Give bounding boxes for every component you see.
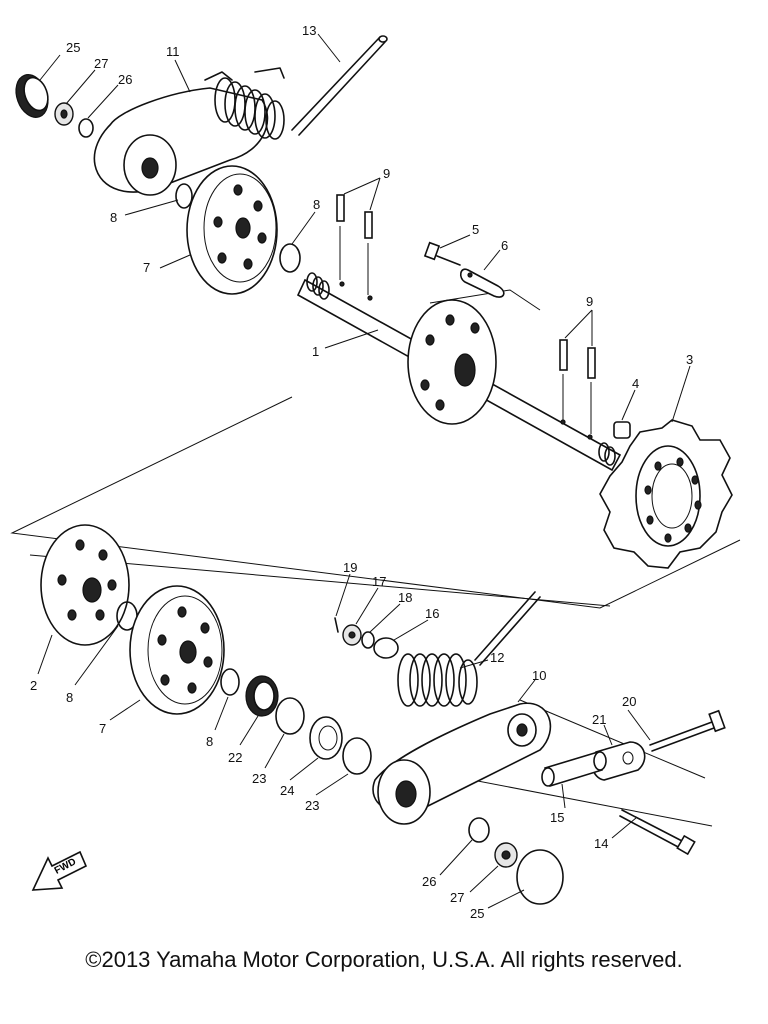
callout-16: 16: [425, 606, 439, 621]
part-25-cap-bottom: [516, 849, 564, 905]
callout-8-lower-right: 8: [206, 734, 213, 749]
part-24-bearing: [309, 716, 343, 760]
callout-12: 12: [490, 650, 504, 665]
callout-5: 5: [472, 222, 479, 237]
part-26-washer-top: [78, 118, 94, 138]
part-25-cap-top: [15, 74, 49, 118]
part-8-washer-b: [279, 243, 301, 273]
part-4-collar: [613, 421, 631, 439]
callout-26-bottom: 26: [422, 874, 436, 889]
callout-14: 14: [594, 836, 608, 851]
part-22-bearing: [245, 675, 279, 717]
callout-25-bottom: 25: [470, 906, 484, 921]
callout-27-bottom: 27: [450, 890, 464, 905]
callout-8-right: 8: [313, 197, 320, 212]
callout-2: 2: [30, 678, 37, 693]
callout-18: 18: [398, 590, 412, 605]
part-13-rod: [291, 35, 388, 136]
callout-6: 6: [501, 238, 508, 253]
part-26-washer-bottom: [468, 817, 490, 843]
part-17-nut: [342, 624, 362, 646]
part-19-pin: [334, 617, 339, 633]
copyright-notice: ©2013 Yamaha Motor Corporation, U.S.A. A…: [85, 947, 683, 972]
callout-17: 17: [372, 574, 386, 589]
part-8-washer-a: [175, 183, 193, 209]
part-hub-flange: [407, 299, 497, 425]
callout-19: 19: [343, 560, 357, 575]
callout-13: 13: [302, 23, 316, 38]
part-27-nut-bottom: [494, 842, 518, 868]
part-7-wheel-a: [186, 165, 278, 295]
leader-lines: [37, 33, 691, 909]
part-3-sprocket: [599, 419, 733, 569]
fwd-arrow-icon: FWD: [31, 850, 88, 891]
callout-20: 20: [622, 694, 636, 709]
callout-22: 22: [228, 750, 242, 765]
part-9-pins-a: [336, 194, 373, 295]
callout-11: 11: [166, 44, 180, 59]
part-7-wheel-b: [129, 585, 225, 715]
part-20-bolt: [649, 709, 726, 752]
callout-9-upper: 9: [383, 166, 390, 181]
part-23-circlip-a: [275, 697, 305, 735]
part-11-tension-arm: [93, 67, 285, 196]
callout-1: 1: [312, 344, 319, 359]
part-5-bolt: [423, 241, 461, 266]
part-16-plate: [373, 637, 399, 659]
part-27-nut-top: [54, 102, 74, 126]
part-10-arm: [372, 702, 552, 825]
callout-21: 21: [592, 712, 606, 727]
part-6-plate: [459, 268, 505, 298]
callout-23-b: 23: [305, 798, 319, 813]
callout-8-lower-left: 8: [66, 690, 73, 705]
callout-24: 24: [280, 783, 294, 798]
callout-10: 10: [532, 668, 546, 683]
callout-8-left: 8: [110, 210, 117, 225]
callout-25-top: 25: [66, 40, 80, 55]
callout-15: 15: [550, 810, 564, 825]
callout-27-top: 27: [94, 56, 108, 71]
callout-3: 3: [686, 352, 693, 367]
part-9-pins-b: [559, 339, 596, 434]
part-15-sleeve: [541, 750, 607, 788]
callout-7-lower: 7: [99, 721, 106, 736]
callout-9-lower: 9: [586, 294, 593, 309]
part-18-washer: [361, 631, 375, 649]
callout-23-a: 23: [252, 771, 266, 786]
part-23-circlip-b: [342, 737, 372, 775]
callout-26-top: 26: [118, 72, 132, 87]
part-2-hub-plate: [40, 524, 130, 646]
part-12-spring: [397, 591, 541, 707]
callout-7-upper: 7: [143, 260, 150, 275]
exploded-parts-diagram: FWD: [10, 23, 741, 921]
part-number-callouts: 25 27 26 11 13 9 8 8 7 5 6 1 9 3 4 2 8 7…: [30, 23, 693, 921]
callout-4: 4: [632, 376, 639, 391]
part-14-bolt: [619, 809, 696, 856]
part-8-washer-d: [220, 668, 240, 696]
